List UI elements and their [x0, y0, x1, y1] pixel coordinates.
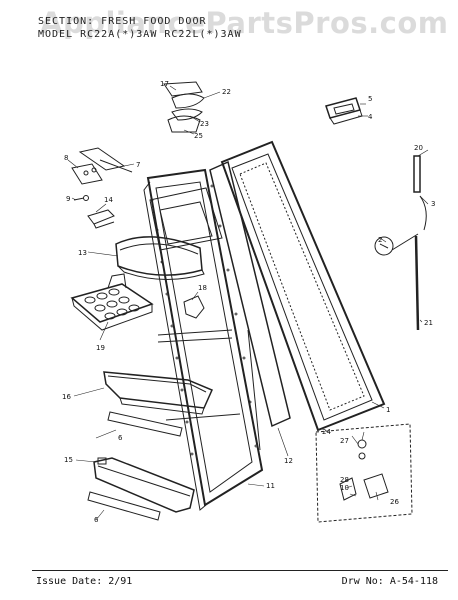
screw-9: [73, 195, 89, 201]
callout-1: 1: [386, 406, 390, 414]
callout-3: 3: [431, 200, 435, 208]
callout-7: 7: [136, 161, 140, 169]
callout-8: 8: [64, 154, 68, 162]
callout-16: 16: [62, 393, 71, 401]
callout-20: 20: [414, 144, 423, 152]
model-line: MODEL RC22A(*)3AW RC22L(*)3AW: [38, 29, 242, 40]
callout-18: 18: [198, 284, 207, 292]
callout-19: 19: [96, 344, 105, 352]
callout-17: 17: [160, 80, 169, 88]
bottom-door-bin: [93, 457, 195, 513]
dairy-door: [115, 236, 205, 280]
callout-23: 23: [200, 120, 209, 128]
drawing-number: Drw No: A-54-118: [341, 576, 438, 587]
callout-26: 26: [390, 498, 399, 506]
hinge-cover: [87, 209, 115, 229]
leader-lines: [67, 85, 429, 521]
callout-25: 25: [194, 132, 203, 140]
callout-2: 2: [378, 236, 382, 244]
callout-6-lower: 6: [94, 516, 99, 524]
callout-28: 28: [340, 476, 349, 484]
callout-labels: 1 2 3 4 5 6 6 7 8 9 10 11 12 13 14 15 16…: [62, 80, 435, 524]
dairy-compartment: [149, 187, 223, 251]
nameplate-assembly: [325, 97, 363, 125]
callout-11: 11: [266, 482, 275, 490]
callout-21: 21: [424, 319, 433, 327]
door-handle-assembly: [374, 155, 427, 331]
breaker-strip-frame: [209, 160, 291, 451]
section-title: SECTION: FRESH FOOD DOOR: [38, 16, 207, 27]
callout-5: 5: [368, 95, 372, 103]
liner-shelf-ribs: [157, 329, 241, 421]
callout-15: 15: [64, 456, 73, 464]
top-hinge-assembly: [71, 147, 133, 185]
handle-cap-group: [163, 81, 205, 133]
callout-10: 10: [340, 484, 349, 492]
door-liner: [143, 168, 264, 511]
issue-date: Issue Date: 2/91: [36, 576, 133, 587]
watermark: AppliancePartsPros.com: [40, 6, 449, 40]
egg-tray: [70, 273, 154, 331]
callout-24: 24: [322, 428, 331, 436]
clip-18: [183, 295, 205, 319]
callout-14: 14: [104, 196, 113, 204]
hinge-parts-box: [315, 423, 413, 523]
callout-9: 9: [66, 195, 70, 203]
callout-27: 27: [340, 437, 349, 445]
callout-4: 4: [368, 113, 373, 121]
callout-13: 13: [78, 249, 87, 257]
trim-strip-upper: [107, 411, 183, 437]
footer-rule: [32, 570, 448, 571]
callout-12: 12: [284, 457, 293, 465]
callout-6-upper: 6: [118, 434, 123, 442]
trim-strip-lower: [87, 491, 161, 521]
callout-22: 22: [222, 88, 231, 96]
door-shelf-bin: [103, 371, 213, 415]
door-gasket: [220, 140, 386, 432]
